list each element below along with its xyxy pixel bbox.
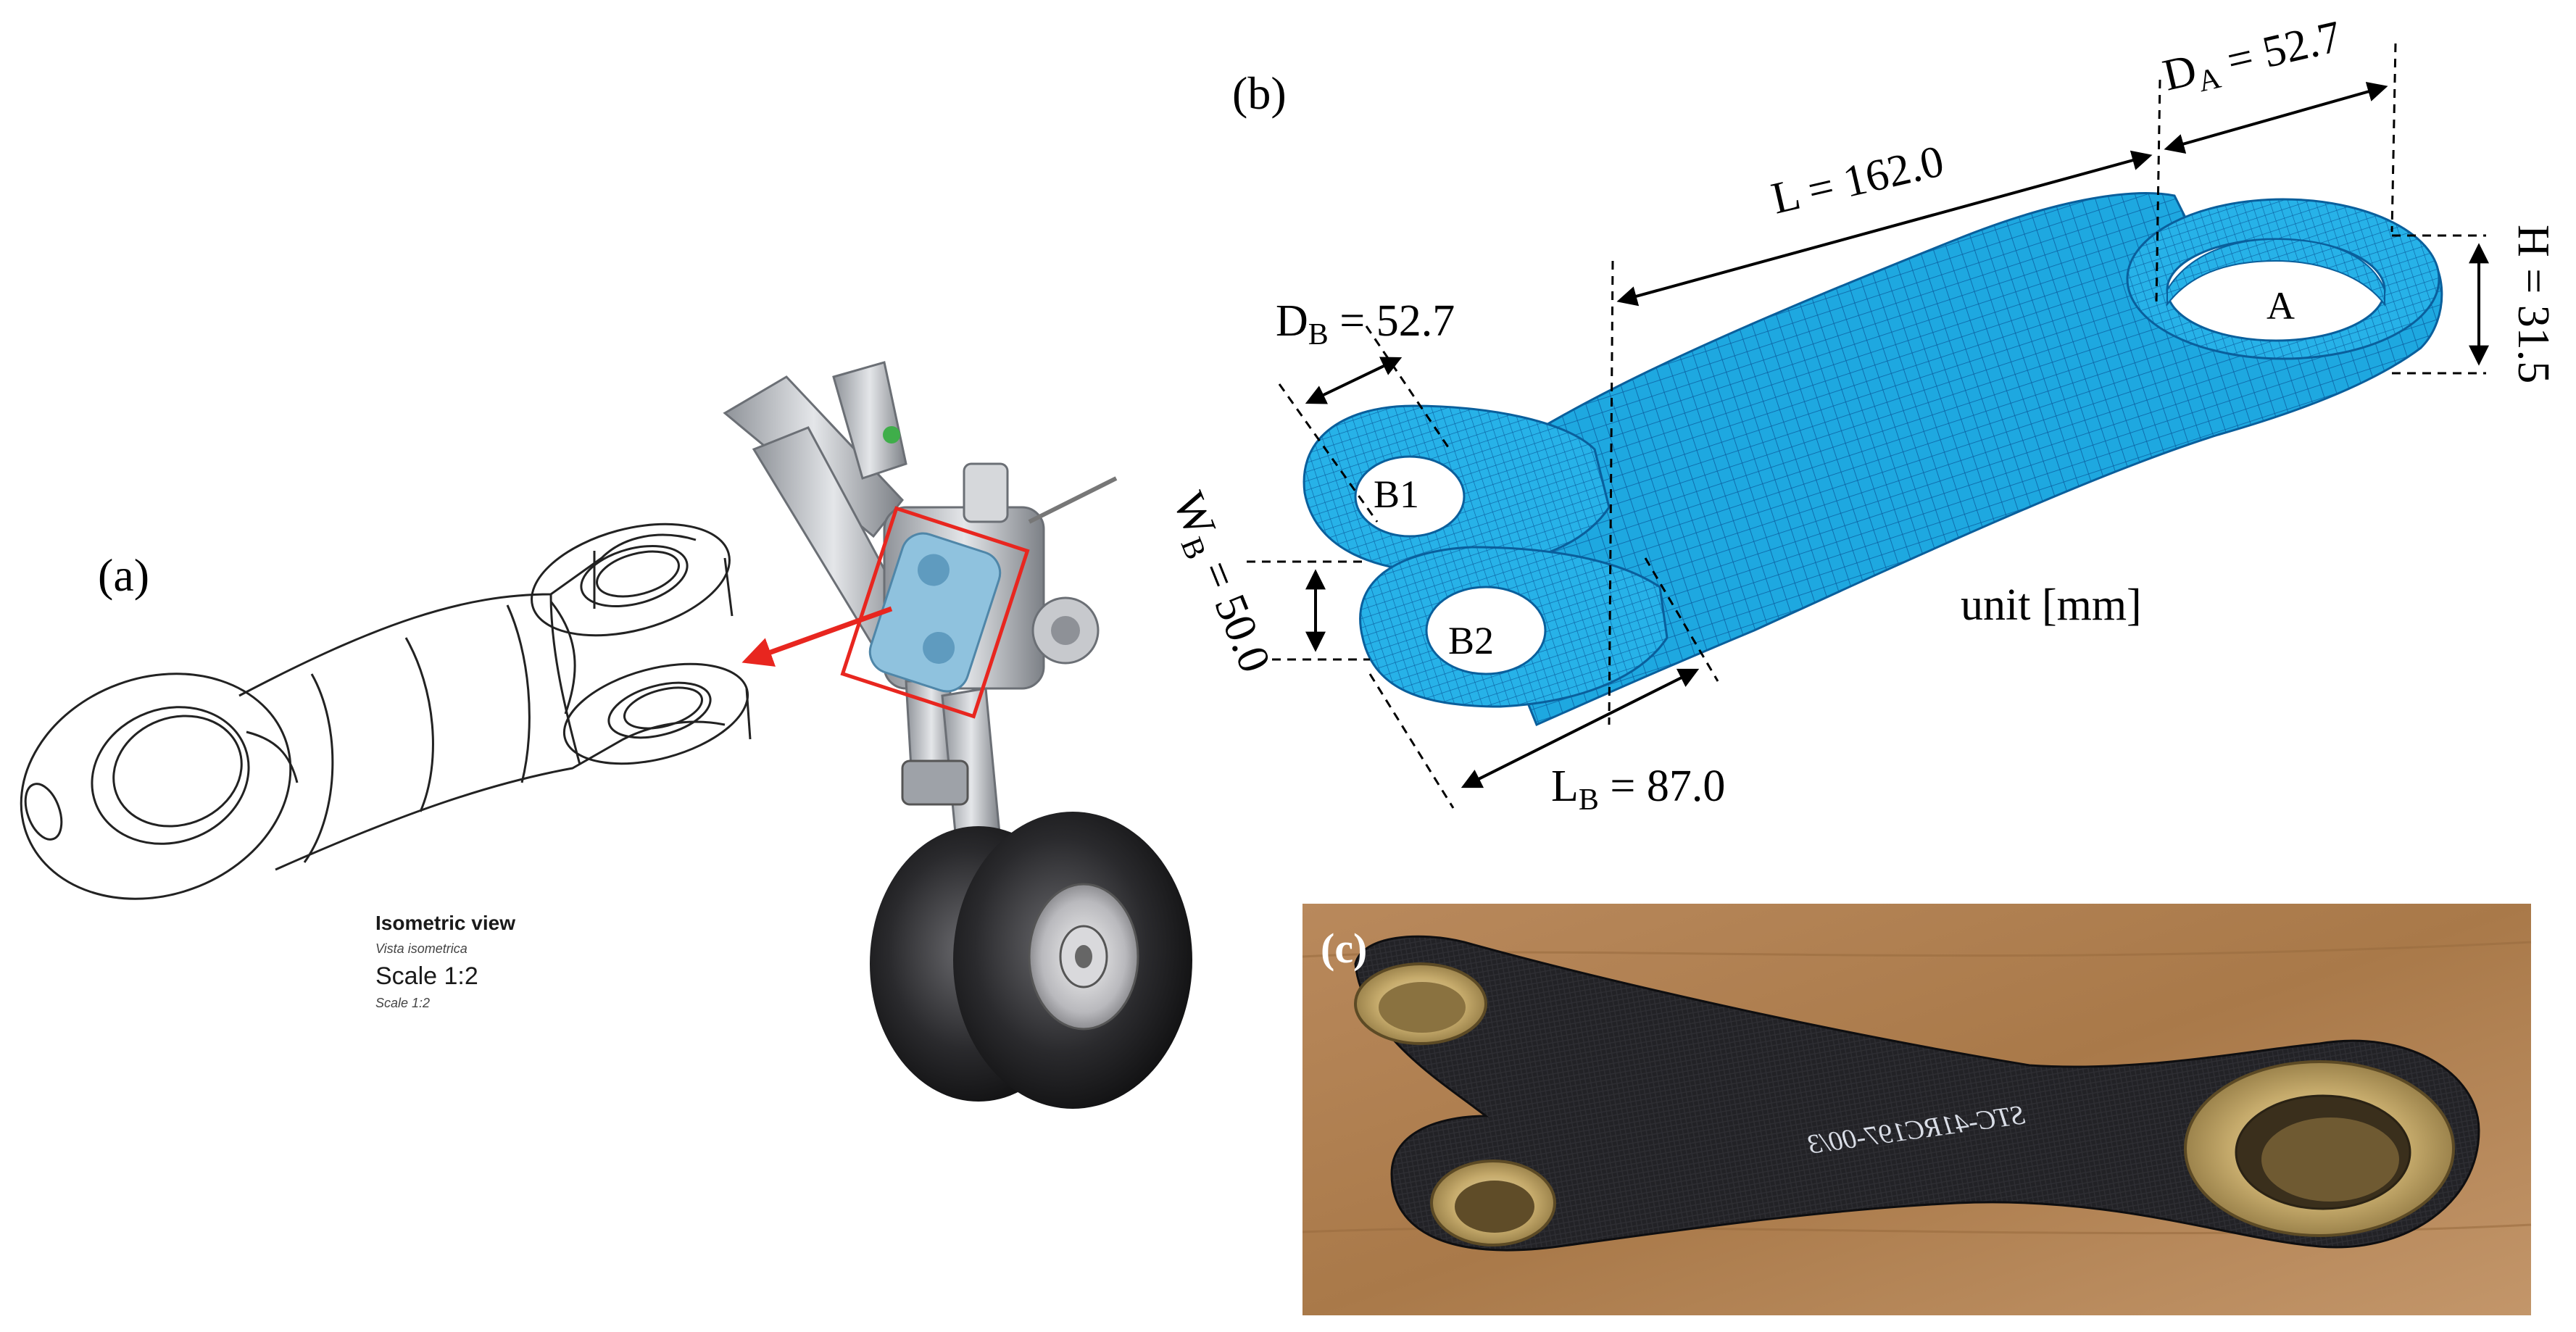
dim-label-h: H = 31.5 bbox=[2509, 225, 2558, 383]
dim-label-wb-value: = 50.0 bbox=[1187, 544, 1279, 679]
dim-label-wb: WB = 50.0 bbox=[1158, 486, 1280, 681]
dim-label-da-main: D bbox=[2159, 45, 2201, 100]
dim-label-db-value: = 52.7 bbox=[1329, 296, 1455, 346]
caption-title: Isometric view bbox=[375, 912, 515, 934]
dim-label-db: DB = 52.7 bbox=[1276, 296, 1455, 351]
landing-gear-illustration bbox=[723, 361, 1192, 1109]
hole-label-b1: B1 bbox=[1374, 473, 1419, 516]
caption-scale: Scale 1:2 bbox=[375, 962, 478, 990]
caption-scale-sub: Scale 1:2 bbox=[375, 996, 430, 1010]
dim-label-db-main: D bbox=[1276, 296, 1308, 346]
callout-arrow bbox=[741, 606, 893, 667]
panel-a-label: (a) bbox=[98, 549, 149, 601]
dim-label-da-value: = 52.7 bbox=[2211, 12, 2346, 88]
panel-a: (a) bbox=[20, 361, 1192, 1109]
hole-label-b2: B2 bbox=[1448, 619, 1494, 662]
unit-label: unit [mm] bbox=[1961, 580, 2142, 630]
hole-label-a: A bbox=[2267, 284, 2295, 328]
dim-arrow-lb bbox=[1461, 668, 1700, 788]
dim-label-lb-main: L bbox=[1551, 762, 1579, 811]
dim-arrow-da bbox=[2164, 81, 2388, 154]
dimension-arrows bbox=[1305, 81, 2489, 788]
isometric-line-drawing bbox=[20, 523, 752, 900]
dim-label-db-sub: B bbox=[1308, 318, 1329, 351]
dim-label-da: DA = 52.7 bbox=[2159, 12, 2347, 106]
carbon-link-photo bbox=[1354, 935, 2480, 1252]
dim-label-lb-sub: B bbox=[1579, 783, 1599, 817]
panel-b-label: (b) bbox=[1232, 67, 1287, 119]
fe-mesh-model bbox=[1302, 192, 2443, 726]
panel-c-label: (c) bbox=[1321, 925, 1367, 972]
caption-title-sub: Vista isometrica bbox=[375, 941, 468, 956]
dimension-extension-lines bbox=[1247, 43, 2486, 809]
dim-label-lb-value: = 87.0 bbox=[1599, 762, 1725, 811]
dim-label-wb-main: W bbox=[1163, 486, 1225, 544]
dim-label-l: L = 162.0 bbox=[1767, 136, 1948, 223]
dim-label-lb: LB = 87.0 bbox=[1551, 762, 1725, 817]
dim-arrow-l bbox=[1616, 150, 2153, 307]
dim-arrow-db bbox=[1305, 357, 1403, 404]
drawing-caption: Isometric view Vista isometrica Scale 1:… bbox=[375, 912, 515, 1010]
panel-c: STC-41RC197-00/3 (c) bbox=[1302, 904, 2532, 1315]
panel-b: (b) A B1 B2 bbox=[1158, 12, 2558, 817]
